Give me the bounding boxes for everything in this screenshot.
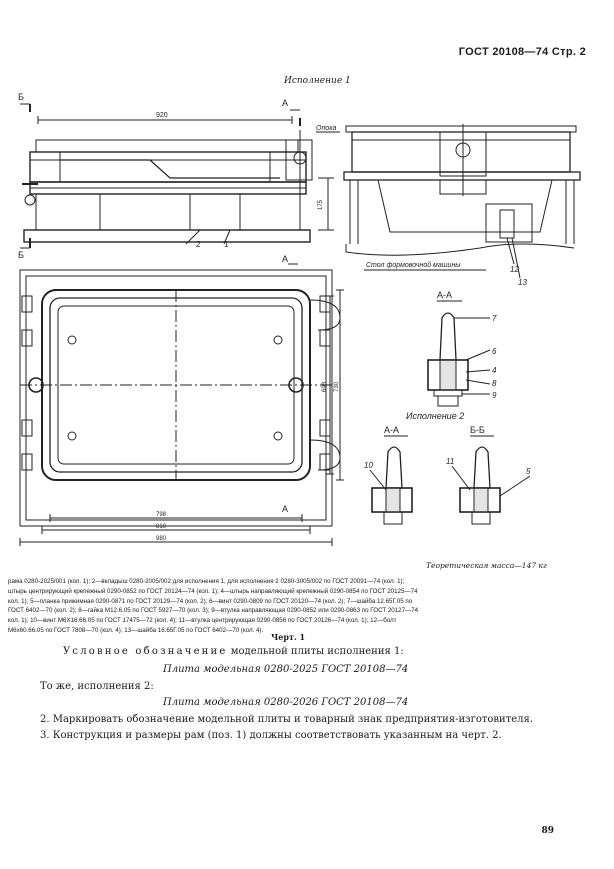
designation-intro-spaced: Условное обозначение (63, 646, 228, 657)
section-a-mark-plan: А (282, 254, 288, 264)
callout-5: 6 (492, 347, 497, 356)
dim-980: 980 (156, 536, 167, 542)
dim-920: 920 (156, 112, 168, 119)
section-a-mark-bottom: А (282, 504, 288, 514)
section-aa-variant1: А-А 7 6 4 8 9 (427, 290, 497, 407)
section-aa-label-1: А-А (437, 290, 452, 300)
section-bb: Б-Б 11 5 (446, 425, 531, 525)
callout-10: 11 (446, 457, 454, 466)
paragraph-3: 3. Конструкция и размеры рам (поз. 1) до… (40, 730, 502, 741)
callout-11: 5 (526, 467, 531, 476)
paragraph-2: 2. Маркировать обозначение модельной пли… (40, 714, 534, 725)
dim-798: 798 (156, 512, 167, 518)
designation-variant-2: Плита модельная 0280-2026 ГОСТ 20108—74 (163, 697, 409, 708)
legend-line: кол. 1); 10—винт М6Х16.66.05 по ГОСТ 174… (8, 617, 397, 625)
side-section-view: Б 920 А Опока (18, 92, 340, 260)
label-opoka: Опока (316, 125, 336, 132)
designation-intro-rest: модельной плиты исполнения 1: (230, 646, 404, 657)
callout-6: 7 (492, 314, 497, 323)
dim-730: 730 (334, 381, 340, 392)
callout-8: 9 (492, 391, 497, 400)
plan-view: А 698 730 (19, 254, 344, 546)
page-number: 89 (541, 826, 554, 836)
designation-variant-1: Плита модельная 0280-2025 ГОСТ 20108—74 (163, 664, 409, 675)
dim-698: 698 (322, 381, 328, 392)
designation-intro: Условное обозначение модельной плиты исп… (63, 646, 404, 657)
callout-12: 12 (510, 265, 519, 274)
section-aa-variant2: А-А 10 (364, 425, 413, 525)
legend-line: ГОСТ 6402—70 (кол. 2); 8—гайка М12.6.05 … (8, 607, 419, 615)
parts-legend: рама 0280-2025/001 (кол. 1); 2—вкладыш 0… (8, 577, 608, 636)
callout-9: 10 (364, 461, 373, 470)
callout-13: 13 (518, 278, 527, 287)
technical-drawing: Б 920 А Опока (18, 92, 581, 546)
figure-caption: Черт. 1 (271, 632, 306, 642)
callout-2: 2 (196, 240, 201, 249)
legend-line: кол. 1); 5—планка прижимная 0290-0871 по… (8, 597, 413, 605)
mass-caption: Теоретическая масса—147 кг (426, 561, 547, 570)
section-b-mark-bottom: Б (18, 250, 24, 260)
callout-7: 8 (492, 379, 497, 388)
callout-1: 1 (224, 240, 229, 249)
page-header: ГОСТ 20108—74 Стр. 2 (458, 46, 586, 58)
callout-4: 4 (492, 366, 497, 375)
variant-2-label: Исполнение 2 (406, 411, 464, 421)
dim-175: 175 (318, 199, 324, 210)
section-a-mark-top: А (282, 98, 288, 108)
end-view: Стол формовочной машины 12 13 (343, 124, 581, 287)
label-stol: Стол формовочной машины (366, 261, 461, 269)
section-aa-label-2: А-А (384, 425, 399, 435)
legend-line: штырь центрирующий крепежный 0290-0852 п… (8, 587, 418, 595)
section-b-mark: Б (18, 92, 24, 102)
variant-1-label: Исполнение 1 (284, 76, 351, 86)
section-bb-label: Б-Б (470, 425, 485, 435)
dim-810: 810 (156, 524, 167, 530)
legend-line: М6х60.66.05 по ГОСТ 7808—70 (кол. 4); 13… (8, 626, 264, 634)
same-variant-2: То же, исполнения 2: (40, 681, 154, 692)
legend-line: рама 0280-2025/001 (кол. 1); 2—вкладыш 0… (8, 578, 405, 585)
